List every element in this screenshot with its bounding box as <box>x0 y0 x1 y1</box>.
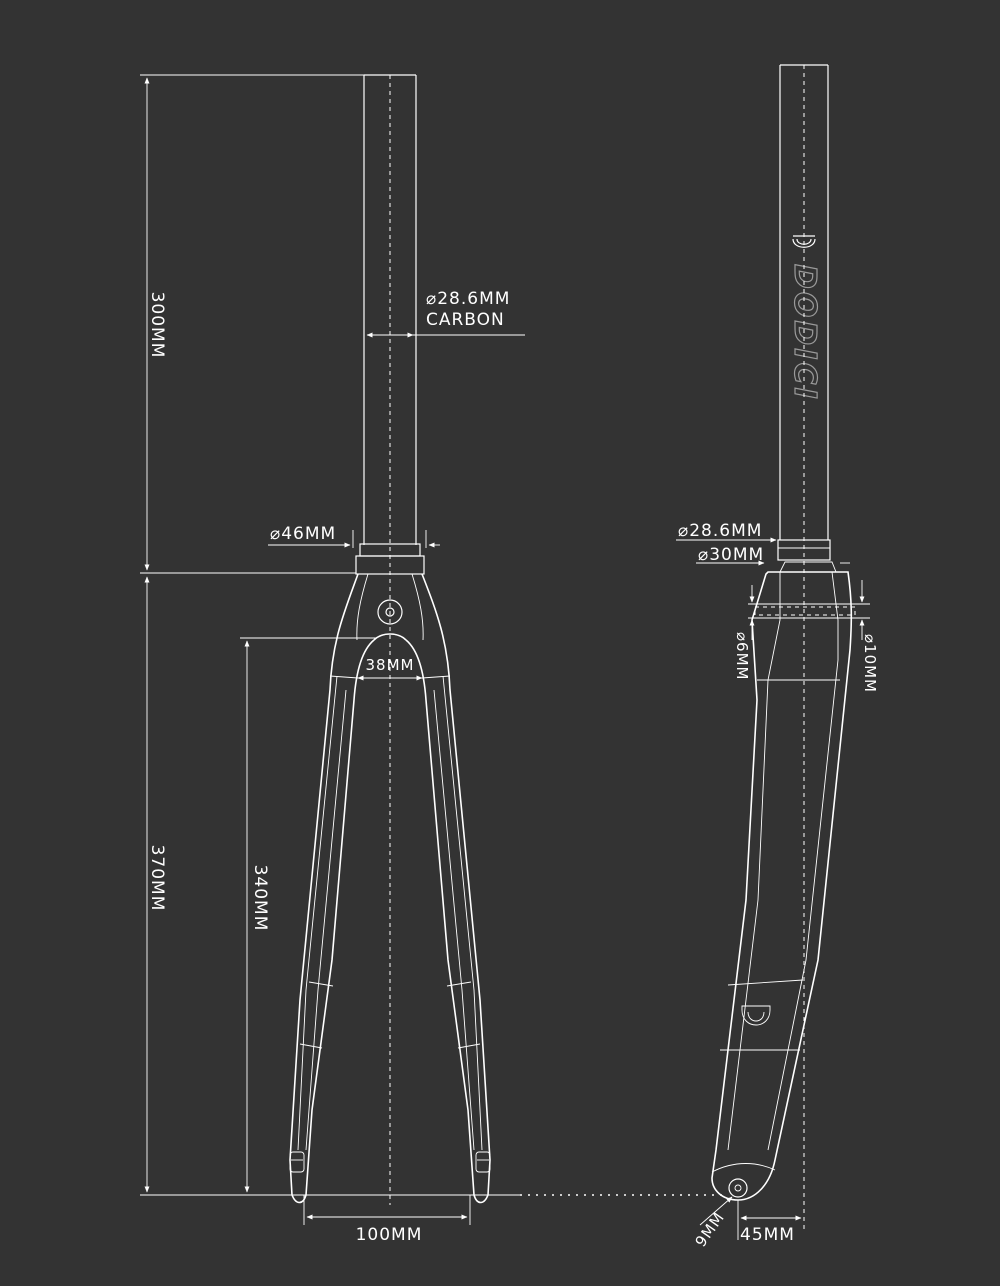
dim-offset <box>699 1196 802 1240</box>
label-offset: 45MM <box>740 1225 795 1245</box>
side-fork-body <box>711 561 870 1201</box>
label-370mm: 370MM <box>147 845 167 912</box>
front-view: 300MM 370MM 340MM ⌀28.6MM CARBON ⌀46MM 3… <box>140 74 525 1245</box>
dodici-badge-icon <box>741 1005 771 1026</box>
label-side-crown-diameter: ⌀30MM <box>698 545 764 565</box>
label-steerer-diameter: ⌀28.6MM <box>426 289 510 309</box>
dim-brake-holes <box>749 580 865 640</box>
label-brake-hole-left: ⌀6MM <box>733 632 751 680</box>
label-crown-race-diameter: ⌀46MM <box>270 524 336 544</box>
dim-hub-spacing <box>303 1195 471 1225</box>
label-dropout-slot: 9MM <box>692 1208 729 1250</box>
dim-blade-height <box>140 576 520 1196</box>
label-hub-spacing: 100MM <box>356 1225 423 1245</box>
label-side-steerer-diameter: ⌀28.6MM <box>678 521 762 541</box>
dim-side-steerer-diameter <box>676 537 850 566</box>
label-crown-gap: 38MM <box>366 656 415 674</box>
crown-bolt-icon <box>377 599 403 625</box>
label-340mm: 340MM <box>250 865 270 932</box>
label-brake-hole-right: ⌀10MM <box>861 634 879 693</box>
dim-axle-to-crown <box>240 637 376 1193</box>
label-300mm: 300MM <box>147 292 167 359</box>
front-fork-body <box>289 573 491 1204</box>
dim-steerer-height <box>140 74 364 574</box>
side-view: DODICI <box>676 64 879 1250</box>
label-steerer-material: CARBON <box>426 310 505 330</box>
